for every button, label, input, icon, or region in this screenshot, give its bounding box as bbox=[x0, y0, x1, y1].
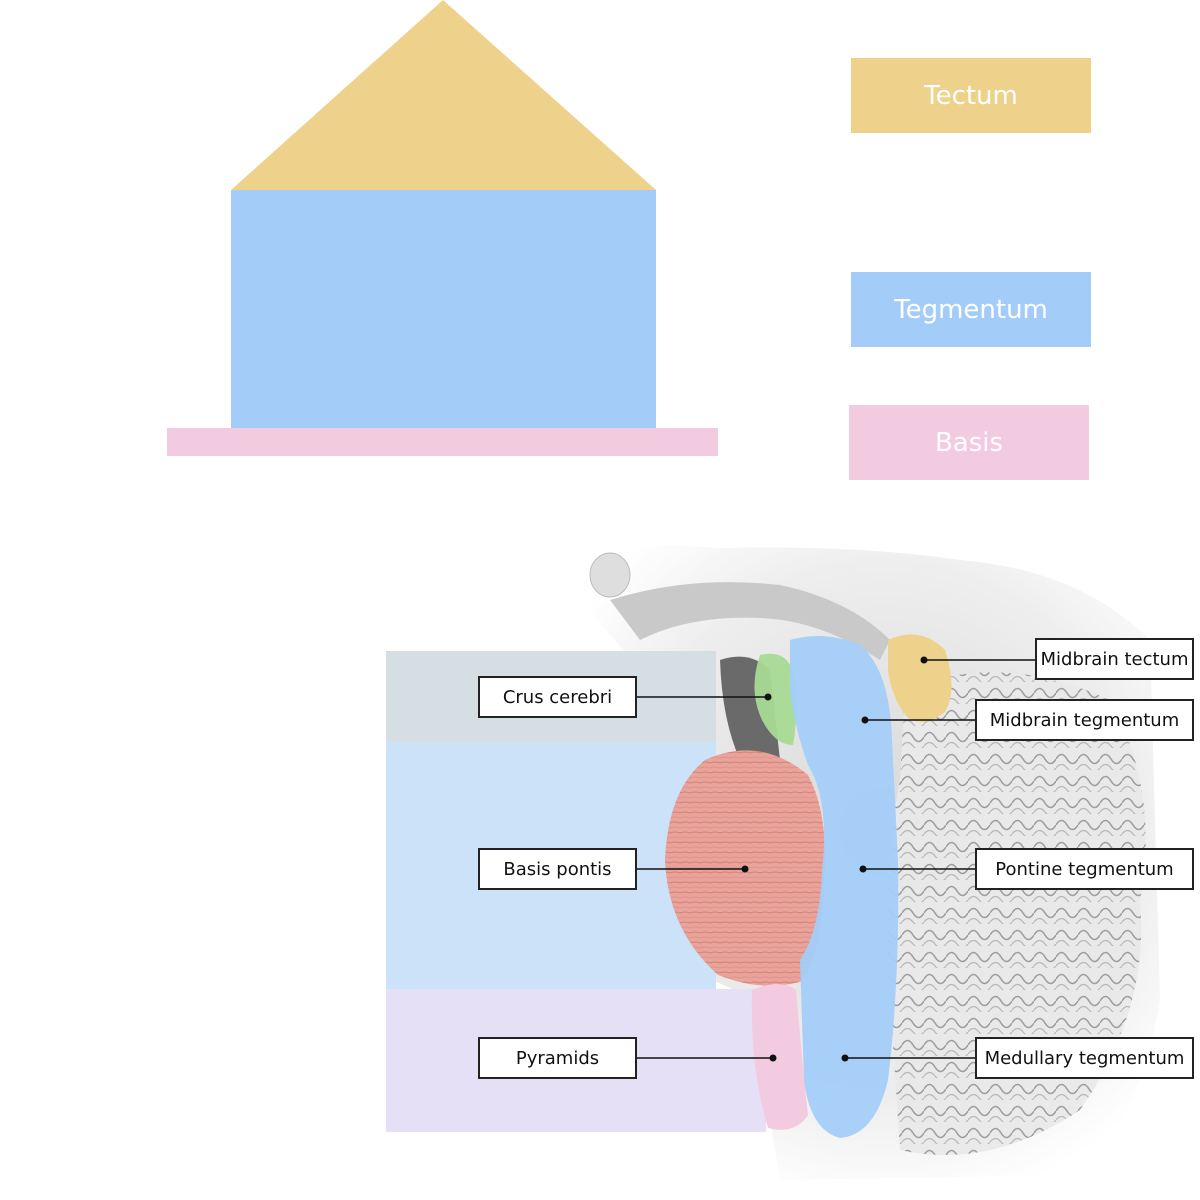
label-basis-pontis: Basis pontis bbox=[478, 848, 637, 890]
dot-pontine-tegmentum bbox=[860, 866, 867, 873]
dot-midbrain-tegmentum bbox=[862, 717, 869, 724]
dot-midbrain-tectum bbox=[921, 657, 928, 664]
label-midbrain-tegmentum-text: Midbrain tegmentum bbox=[990, 710, 1180, 731]
label-midbrain-tectum-text: Midbrain tectum bbox=[1041, 649, 1189, 670]
label-crus-cerebri: Crus cerebri bbox=[478, 676, 637, 718]
dot-basis-pontis bbox=[742, 866, 749, 873]
label-midbrain-tegmentum: Midbrain tegmentum bbox=[975, 699, 1194, 741]
label-crus-cerebri-text: Crus cerebri bbox=[503, 687, 612, 708]
label-pyramids: Pyramids bbox=[478, 1037, 637, 1079]
label-medullary-tegmentum-text: Medullary tegmentum bbox=[985, 1048, 1185, 1069]
dot-crus-cerebri bbox=[765, 694, 772, 701]
label-pontine-tegmentum: Pontine tegmentum bbox=[975, 848, 1194, 890]
dot-medullary-tegmentum bbox=[842, 1055, 849, 1062]
label-pyramids-text: Pyramids bbox=[516, 1048, 599, 1069]
label-medullary-tegmentum: Medullary tegmentum bbox=[975, 1037, 1194, 1079]
mammillary-region bbox=[590, 553, 630, 597]
label-midbrain-tectum: Midbrain tectum bbox=[1035, 638, 1194, 680]
label-basis-pontis-text: Basis pontis bbox=[503, 859, 611, 880]
dot-pyramids bbox=[770, 1055, 777, 1062]
label-pontine-tegmentum-text: Pontine tegmentum bbox=[995, 859, 1173, 880]
